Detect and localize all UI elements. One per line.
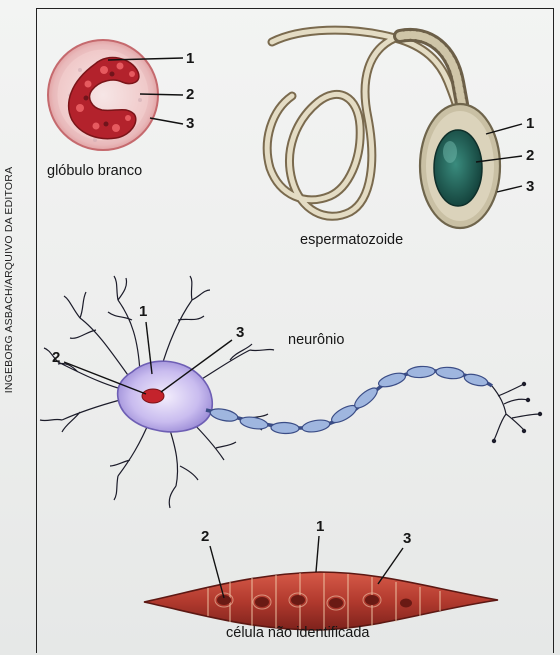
neuron-label-2: 2 xyxy=(52,349,60,366)
sperm-label-2: 2 xyxy=(526,147,534,164)
sperm-label-3: 3 xyxy=(526,178,534,195)
neuron-nucleus xyxy=(142,389,164,403)
unknown-label-1: 1 xyxy=(316,518,324,535)
unknown-label-2: 2 xyxy=(201,528,209,545)
sperm-cell xyxy=(267,30,522,228)
neuron-caption: neurônio xyxy=(288,332,344,348)
wbc-label-1: 1 xyxy=(186,50,194,67)
neuron-soma xyxy=(118,361,213,432)
unknown-cell xyxy=(144,536,498,630)
sperm-label-1: 1 xyxy=(526,115,534,132)
unknown-label-3: 3 xyxy=(403,530,411,547)
unknown-cell-body xyxy=(144,572,498,630)
wbc-label-2: 2 xyxy=(186,86,194,103)
white-blood-cell xyxy=(48,40,183,150)
neuron-label-3: 3 xyxy=(236,324,244,341)
neuron xyxy=(40,276,542,508)
neuron-label-1: 1 xyxy=(139,303,147,320)
wbc-caption: glóbulo branco xyxy=(47,163,142,179)
sperm-nucleus xyxy=(434,130,482,206)
myelin-sheath xyxy=(209,366,489,434)
wbc-label-3: 3 xyxy=(186,115,194,132)
unknown-caption: célula não identificada xyxy=(226,625,370,641)
sperm-caption: espermatozoide xyxy=(300,232,403,248)
